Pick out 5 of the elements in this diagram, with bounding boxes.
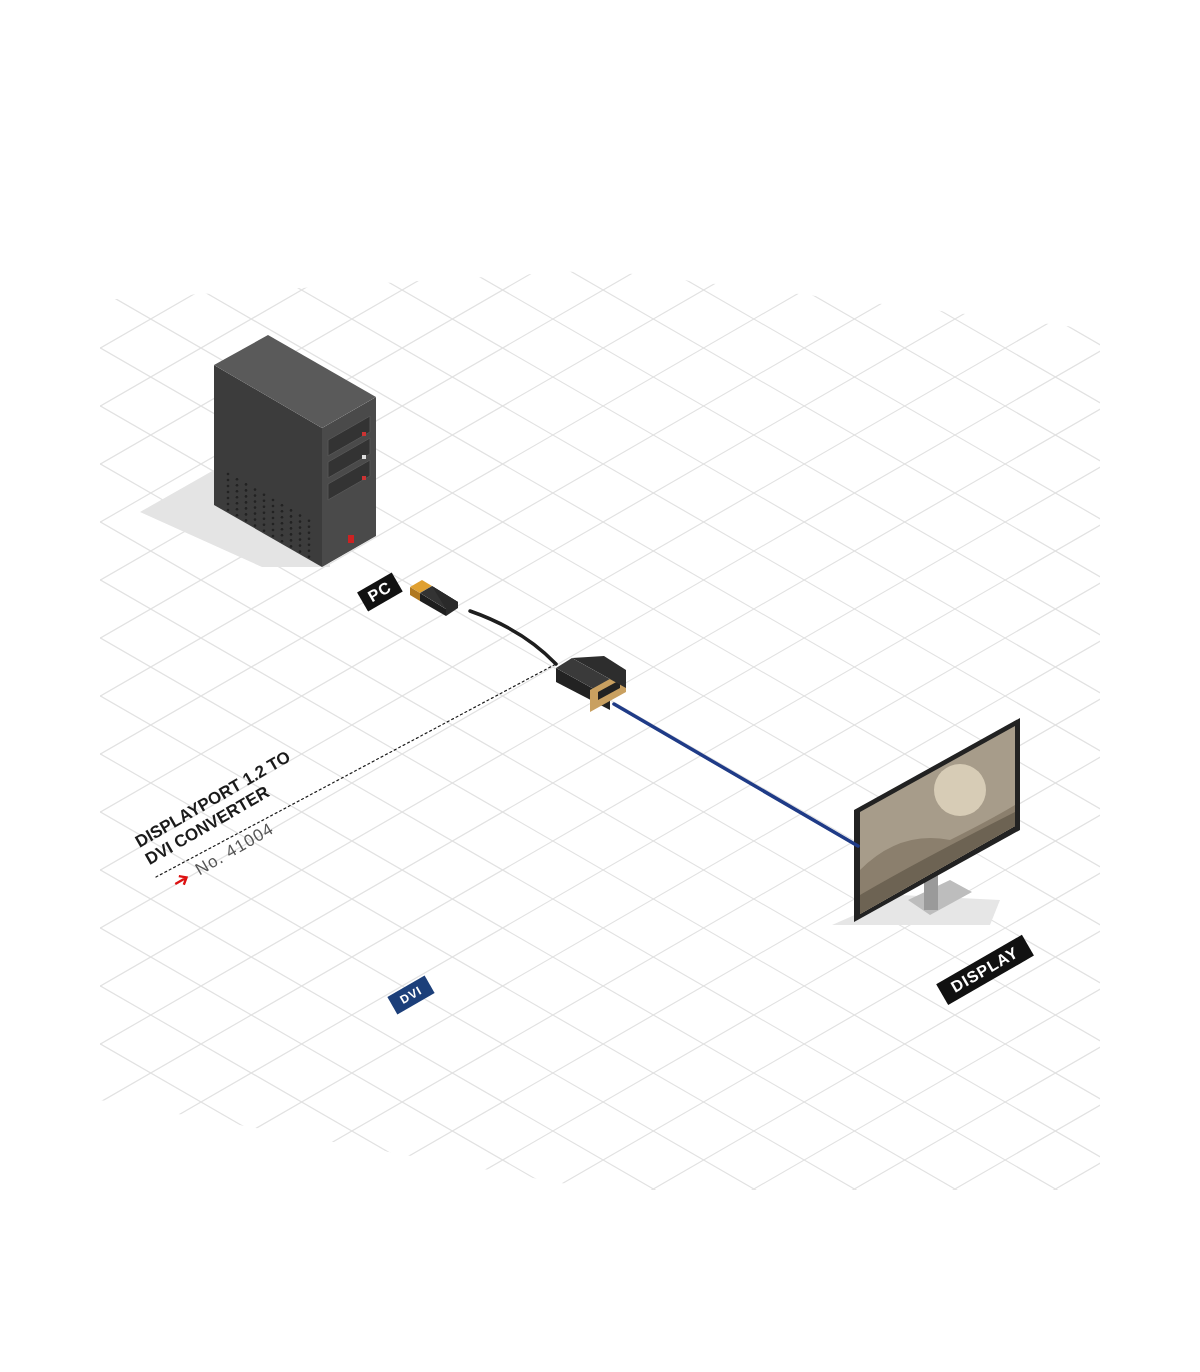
cable [612, 702, 860, 848]
cable [468, 609, 558, 666]
leader-line [155, 663, 557, 878]
name-tag: DVI [387, 975, 435, 1015]
name-tag: PC [357, 572, 403, 612]
